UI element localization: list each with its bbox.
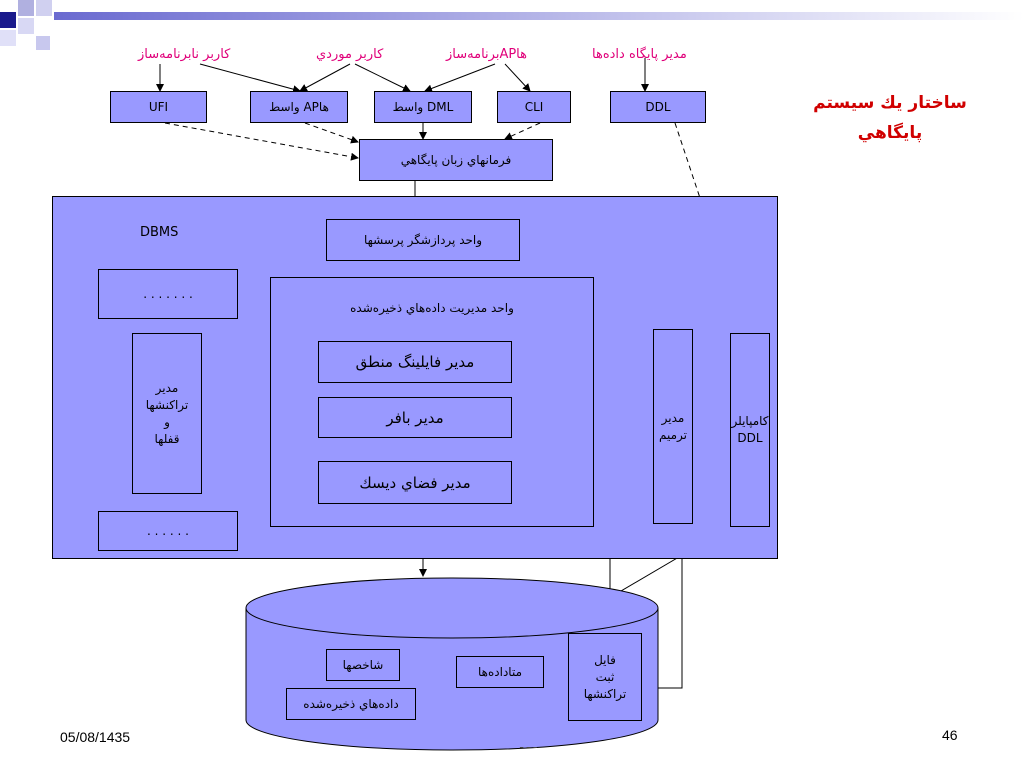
- indexes-box: شاخصها: [326, 649, 400, 681]
- ddl-compiler-line: DDL: [737, 431, 763, 445]
- transaction-manager-line: قفلها: [154, 431, 180, 446]
- db-language-commands-box: فرمانهاي زبان پايگاهي: [359, 139, 553, 181]
- storage-manager-label: واحد مديريت داده‌هاي ذخيره‌شده: [350, 301, 514, 315]
- transaction-lock-manager-box: مدير تراكنشها و قفلها: [132, 333, 202, 494]
- log-file-line: تراكنشها: [583, 686, 627, 701]
- ddl-box: DDL: [610, 91, 706, 123]
- ddl-compiler-box: كامپايلر DDL: [730, 333, 770, 527]
- user-casual: كاربر موردي: [316, 47, 384, 62]
- slide-title-line1: ساختار يك سيستم: [813, 93, 967, 113]
- slide-date: 05/08/1435: [60, 729, 131, 745]
- disk-space-manager-box: مدير فضاي ديسك: [318, 461, 512, 504]
- transaction-manager-line: و: [164, 414, 170, 429]
- metadata-box: متاداده‌ها: [456, 656, 544, 688]
- recovery-manager-box: مدير ترميم: [653, 329, 693, 524]
- dots-top-box: . . . . . . .: [98, 269, 238, 319]
- user-ap-programmer: برنامه‌سازAPها: [446, 47, 527, 62]
- corner-decoration: [0, 0, 80, 50]
- user-naive: كاربر نابرنامه‌ساز: [138, 47, 231, 62]
- dots-bottom-box: . . . . . .: [98, 511, 238, 551]
- buffer-manager-box: مدير بافر: [318, 397, 512, 438]
- transaction-log-file-box: فايل ثبت تراكنشها: [568, 633, 642, 721]
- query-processor-box: واحد پردازشگر پرسشها: [326, 219, 520, 261]
- dml-interface-box: واسط DML: [374, 91, 472, 123]
- log-file-line: ثبت: [595, 669, 615, 684]
- dbms-label: DBMS: [140, 225, 179, 240]
- top-gradient-bar: [54, 12, 1024, 20]
- slide-page-number: 46: [942, 727, 958, 743]
- slide-title-line2: پايگاهي: [857, 123, 923, 143]
- ap-interface-box: واسط APها: [250, 91, 348, 123]
- user-dba: مدير پايگاه داده‌ها: [592, 47, 687, 62]
- ddl-compiler-line: كامپايلر: [731, 414, 769, 428]
- recovery-manager-line: ترميم: [659, 427, 687, 442]
- log-file-line: فايل: [594, 652, 616, 667]
- ufi-box: UFI: [110, 91, 207, 123]
- slide-title: ساختار يك سيستم پايگاهي: [800, 88, 980, 148]
- cli-box: CLI: [497, 91, 571, 123]
- transaction-manager-line: تراكنشها: [145, 397, 189, 412]
- logical-file-manager-box: مدير فايلينگ منطق: [318, 341, 512, 383]
- stored-data-box: داده‌هاي ذخيره‌شده: [286, 688, 416, 720]
- recovery-manager-line: مدير: [661, 410, 685, 425]
- footer-partial-text: ـ ـ ـ: [520, 738, 537, 751]
- transaction-manager-line: مدير: [155, 380, 179, 395]
